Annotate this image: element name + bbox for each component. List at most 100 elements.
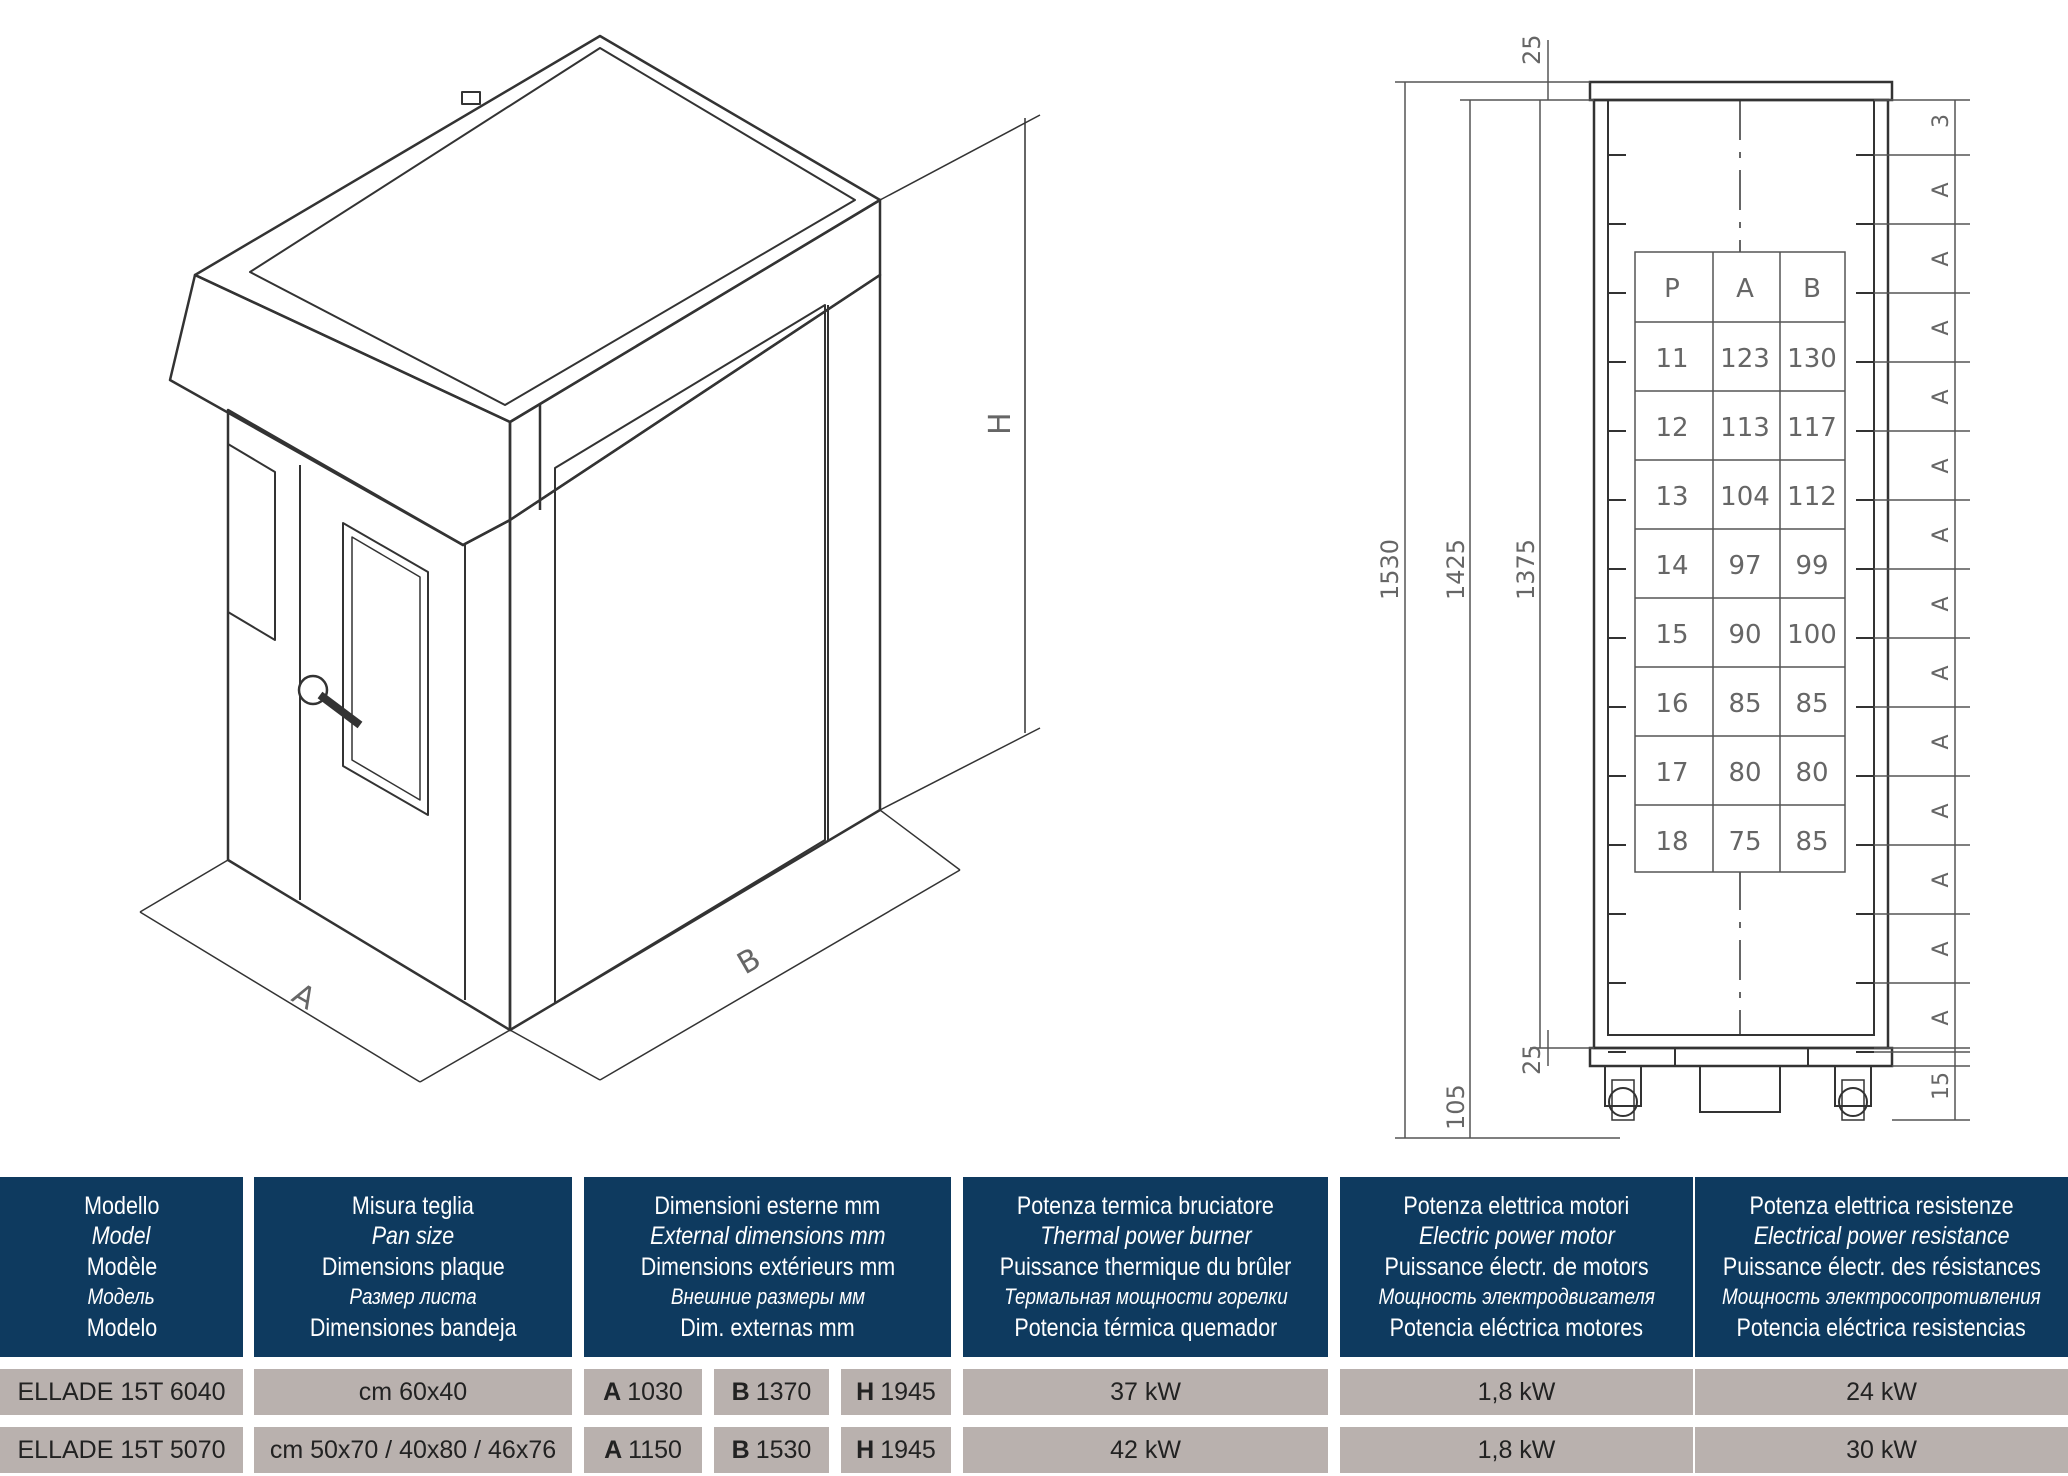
right-dim-label: A xyxy=(1929,1010,1954,1025)
row1-dim-a-label: A xyxy=(603,1377,622,1406)
right-dim-label: 15 xyxy=(1929,1072,1954,1100)
row2-dim-a-value: 1150 xyxy=(628,1435,682,1464)
header-burner-ru: Термальная мощности горелки xyxy=(1003,1284,1288,1310)
spec-table: Modello Model Modèle Модель Modelo Misur… xyxy=(0,1177,2068,1476)
row2-dim-h-label: H xyxy=(856,1435,875,1464)
row2-pan: cm 50x70 / 40x80 / 46x76 xyxy=(254,1427,572,1473)
header-burner-fr: Puissance thermique du brûler xyxy=(999,1252,1292,1281)
header-burner-en: Thermal power burner xyxy=(1039,1222,1252,1251)
right-dim-label: A xyxy=(1929,389,1954,404)
header-motor-fr: Puissance électr. de motors xyxy=(1384,1252,1649,1281)
row2-dim-b-label: B xyxy=(731,1435,750,1464)
header-model-en: Model xyxy=(92,1222,151,1251)
tray-cell: 80 xyxy=(1795,758,1828,788)
header-pan-es: Dimensiones bandeja xyxy=(309,1313,517,1342)
row1-dim-a-value: 1030 xyxy=(627,1377,683,1406)
row2-dim-a-label: A xyxy=(604,1435,623,1464)
tray-cell: 18 xyxy=(1655,827,1688,857)
header-dimensions: Dimensioni esterne mm External dimension… xyxy=(584,1177,951,1357)
header-model-es: Modelo xyxy=(86,1313,157,1342)
tray-cell: 130 xyxy=(1787,344,1837,374)
header-pan-ru: Размер листа xyxy=(349,1284,477,1310)
header-motor-es: Potencia eléctrica motores xyxy=(1389,1313,1644,1342)
row1-dim-b-label: B xyxy=(731,1377,750,1406)
header-resistance: Potenza elettrica resistenze Electrical … xyxy=(1695,1177,2068,1357)
row2-burner: 42 kW xyxy=(963,1427,1328,1473)
dim-1375: 1375 xyxy=(1512,539,1540,600)
row1-dim-h-label: H xyxy=(856,1377,875,1406)
header-motor-en: Electric power motor xyxy=(1418,1222,1615,1251)
row1-dim-h-value: 1945 xyxy=(880,1377,936,1406)
tray-cell: 17 xyxy=(1655,758,1688,788)
header-res-it: Potenza elettrica resistenze xyxy=(1749,1191,2014,1220)
header-pan-en: Pan size xyxy=(371,1222,455,1251)
header-model-fr: Modèle xyxy=(86,1252,157,1281)
header-burner-it: Potenza termica bruciatore xyxy=(1017,1191,1274,1220)
right-dim-label: A xyxy=(1929,596,1954,611)
header-burner: Potenza termica bruciatore Thermal power… xyxy=(963,1177,1328,1357)
row1-burner: 37 kW xyxy=(963,1369,1328,1415)
dim-1530: 1530 xyxy=(1376,539,1404,600)
tray-cell: 16 xyxy=(1655,689,1688,719)
row2-model: ELLADE 15T 5070 xyxy=(0,1427,243,1473)
header-pan-fr: Dimensions plaque xyxy=(321,1252,505,1281)
tray-cell: 104 xyxy=(1720,482,1770,512)
header-dim-en: External dimensions mm xyxy=(649,1222,886,1251)
right-dim-label: A xyxy=(1929,527,1954,542)
header-pan-size: Misura teglia Pan size Dimensions plaque… xyxy=(254,1177,572,1357)
right-dim-label: A xyxy=(1929,734,1954,749)
right-dim-label: A xyxy=(1929,941,1954,956)
technical-drawing: A B H 1530 1425 13 xyxy=(139,34,1970,1139)
tray-cell: 14 xyxy=(1655,551,1688,581)
header-motor: Potenza elettrica motori Electric power … xyxy=(1340,1177,1693,1357)
tray-header-cell: B xyxy=(1803,274,1821,304)
tray-cell: 15 xyxy=(1655,620,1688,650)
right-dim-label: A xyxy=(1929,251,1954,266)
row1-resistance: 24 kW xyxy=(1695,1369,2068,1415)
header-dim-fr: Dimensions extérieurs mm xyxy=(640,1252,895,1281)
dim-top-25: 25 xyxy=(1518,34,1546,65)
header-dim-ru: Внешние размеры мм xyxy=(670,1284,865,1310)
row1-pan: cm 60x40 xyxy=(254,1369,572,1415)
header-dim-es: Dim. externas mm xyxy=(680,1313,855,1342)
right-dim-label: A xyxy=(1929,665,1954,680)
dim-a-label: A xyxy=(286,977,322,1018)
row2-resistance: 30 kW xyxy=(1695,1427,2068,1473)
header-pan-it: Misura teglia xyxy=(352,1191,474,1220)
tray-cell: 100 xyxy=(1787,620,1837,650)
rack-tray-guides xyxy=(1608,154,1874,1053)
header-motor-ru: Мощность электродвигателя xyxy=(1378,1284,1655,1310)
header-res-es: Potencia eléctrica resistencias xyxy=(1736,1313,2027,1342)
row2-dim-b-value: 1530 xyxy=(755,1435,812,1464)
right-dim-label: A xyxy=(1929,872,1954,887)
right-dim-label: 3 xyxy=(1929,114,1954,128)
tray-cell: 117 xyxy=(1787,413,1837,443)
dim-1425: 1425 xyxy=(1442,539,1470,600)
tray-header-cell: P xyxy=(1664,274,1680,304)
row1-motor: 1,8 kW xyxy=(1340,1369,1693,1415)
right-dim-label: A xyxy=(1929,458,1954,473)
rack-dimension-lines xyxy=(1395,40,1970,1139)
tray-cell: 112 xyxy=(1787,482,1837,512)
tray-cell: 75 xyxy=(1728,827,1761,857)
row1-dim-b-value: 1370 xyxy=(755,1377,812,1406)
right-dim-label: A xyxy=(1929,182,1954,197)
dim-h-label: H xyxy=(983,412,1018,435)
tray-cell: 113 xyxy=(1720,413,1770,443)
tray-cell: 11 xyxy=(1655,344,1688,374)
tray-cell: 99 xyxy=(1795,551,1828,581)
header-model-ru: Модель xyxy=(87,1284,156,1310)
tray-cell: 97 xyxy=(1728,551,1761,581)
header-res-fr: Puissance électr. des résistances xyxy=(1722,1252,2041,1281)
rack-front-view xyxy=(1588,80,1894,1121)
dim-105: 105 xyxy=(1442,1084,1470,1130)
right-dim-label: A xyxy=(1929,320,1954,335)
tray-cell: 85 xyxy=(1795,689,1828,719)
